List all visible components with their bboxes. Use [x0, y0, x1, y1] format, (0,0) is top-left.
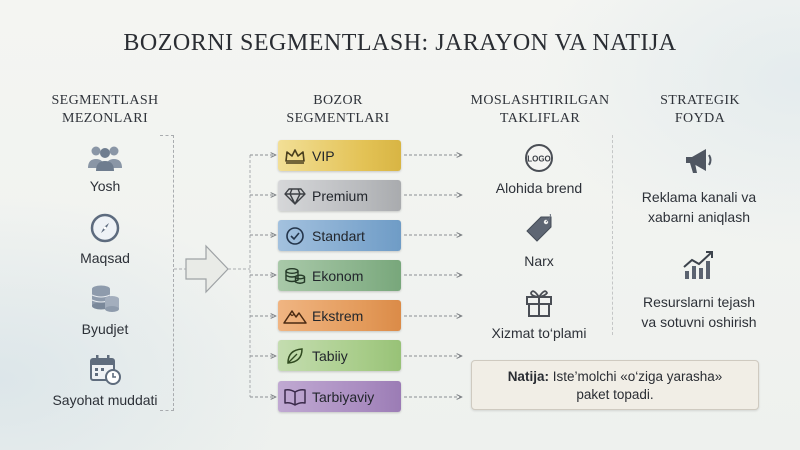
- criterion-label: Yosh: [89, 178, 121, 194]
- benefit-label: Resurslarni tejash va sotuvni oshirish: [641, 294, 757, 330]
- crown-icon: [278, 148, 312, 164]
- segment-premium: Premium: [278, 180, 401, 211]
- segment-label: Tarbiyaviy: [312, 388, 375, 405]
- compass-icon: [45, 212, 165, 247]
- price-tag-icon: [459, 212, 619, 249]
- column-header-offers: MOSLASHTIRILGAN TAKLIFLAR: [455, 92, 625, 128]
- segment-label: Premium: [312, 187, 369, 204]
- segment-label: Ekstrem: [312, 307, 364, 324]
- leaf-icon: [278, 346, 312, 366]
- offer-label: Narx: [524, 253, 554, 269]
- result-text-2: paket topadi.: [576, 387, 654, 402]
- column-header-benefits: STRATEGIK FOYDA: [625, 92, 775, 128]
- segment-ekstrem: Ekstrem: [278, 300, 401, 331]
- segment-tarbiyaviy: Tarbiyaviy: [278, 381, 401, 412]
- criterion-purpose: Maqsad: [45, 212, 165, 266]
- coins-icon: [278, 267, 312, 285]
- coins-stack-icon: [45, 283, 165, 318]
- segment-label: Standart: [312, 227, 365, 244]
- svg-text:LOGO: LOGO: [527, 155, 551, 164]
- column-header-segments-text: BOZOR SEGMENTLARI: [286, 93, 390, 126]
- benefit-resources: Resurslarni tejash va sotuvni oshirish: [609, 249, 789, 332]
- offer-price: Narx: [459, 212, 619, 269]
- result-text: Iste’molchi «o‘ziga yarasha»: [552, 369, 723, 384]
- criterion-travel-duration: Sayohat muddati: [45, 354, 165, 408]
- result-box: Natija: Iste’molchi «o‘ziga yarasha» pak…: [471, 360, 759, 410]
- check-circle-icon: [278, 226, 312, 246]
- criterion-label: Sayohat muddati: [52, 392, 158, 408]
- big-process-arrow-icon: [185, 244, 229, 294]
- diamond-icon: [278, 187, 312, 205]
- criteria-bracket: [160, 135, 174, 411]
- offer-service-package: Xizmat to‘plami: [459, 286, 619, 341]
- offer-label: Alohida brend: [495, 180, 583, 196]
- calendar-clock-icon: [45, 354, 165, 389]
- growth-chart-icon: [609, 249, 789, 286]
- segment-tabiiy: Tabiiy: [278, 340, 401, 371]
- segment-label: VIP: [312, 147, 335, 164]
- benefit-advertising: Reklama kanali va xabarni aniqlash: [609, 146, 789, 227]
- column-header-offers-text: MOSLASHTIRILGAN TAKLIFLAR: [470, 93, 610, 126]
- megaphone-icon: [609, 146, 789, 181]
- criterion-age: Yosh: [45, 142, 165, 194]
- offer-brand: LOGO Alohida brend: [459, 143, 619, 196]
- offer-label: Xizmat to‘plami: [491, 325, 587, 341]
- segment-standart: Standart: [278, 220, 401, 251]
- segment-label: Tabiiy: [312, 347, 348, 364]
- criterion-label: Byudjet: [81, 321, 129, 337]
- page-title: BOZORNI SEGMENTLASH: JARAYON VA NATIJA: [123, 30, 677, 56]
- column-header-criteria-text: SEGMENTLASH MEZONLARI: [51, 93, 159, 126]
- segment-label: Ekonom: [312, 267, 364, 284]
- column-header-criteria: SEGMENTLASH MEZONLARI: [30, 92, 180, 128]
- column-header-segments: BOZOR SEGMENTLARI: [268, 92, 408, 128]
- column-header-benefits-text: STRATEGIK FOYDA: [660, 93, 740, 126]
- book-icon: [278, 388, 312, 406]
- people-icon: [45, 142, 165, 175]
- criterion-label: Maqsad: [80, 250, 130, 266]
- mountain-icon: [278, 308, 312, 324]
- criterion-budget: Byudjet: [45, 283, 165, 337]
- column-divider: [612, 135, 613, 335]
- result-line-1: Natija: Iste’molchi «o‘ziga yarasha»: [472, 368, 758, 386]
- segment-vip: VIP: [278, 140, 401, 171]
- result-label: Natija:: [507, 369, 549, 384]
- gift-icon: [459, 286, 619, 321]
- benefit-label: Reklama kanali va xabarni aniqlash: [641, 189, 757, 225]
- segment-ekonom: Ekonom: [278, 260, 401, 291]
- logo-icon: LOGO: [459, 143, 619, 176]
